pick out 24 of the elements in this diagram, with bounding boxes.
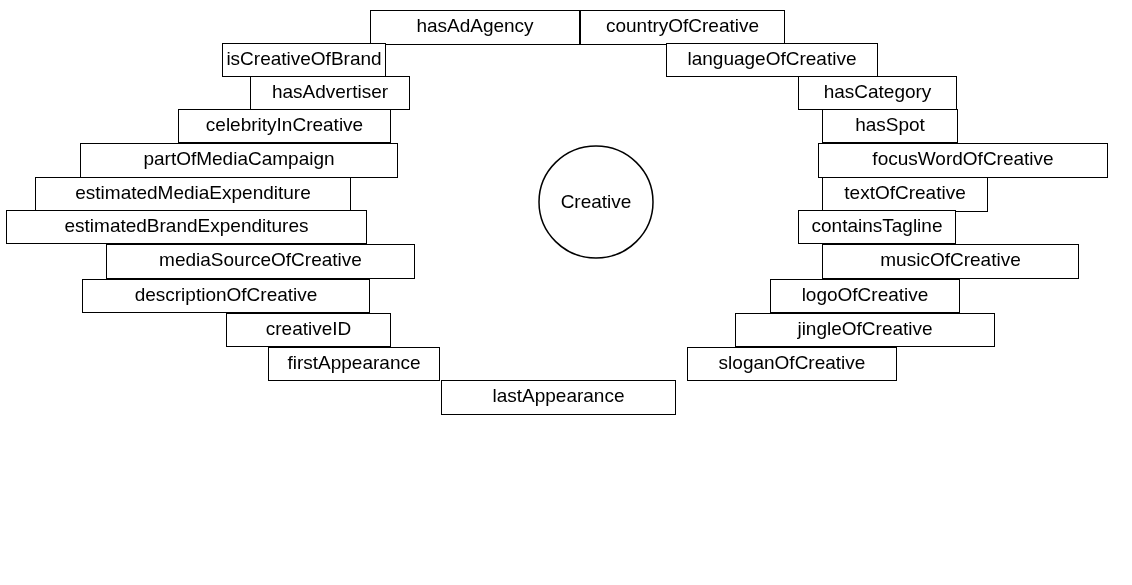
class-label: Creative	[559, 191, 633, 213]
property-box: hasCategory	[798, 76, 957, 110]
property-box: sloganOfCreative	[687, 347, 897, 381]
property-box: textOfCreative	[822, 177, 988, 212]
property-box: languageOfCreative	[666, 43, 878, 77]
property-box: estimatedBrandExpenditures	[6, 210, 367, 244]
property-box: descriptionOfCreative	[82, 279, 370, 313]
property-box: firstAppearance	[268, 347, 440, 381]
property-box: estimatedMediaExpenditure	[35, 177, 351, 212]
property-box: hasAdAgency	[370, 10, 580, 45]
property-box: logoOfCreative	[770, 279, 960, 313]
property-box: containsTagline	[798, 210, 956, 244]
property-box: hasAdvertiser	[250, 76, 410, 110]
property-box: hasSpot	[822, 109, 958, 143]
property-box: countryOfCreative	[580, 10, 785, 45]
property-box: mediaSourceOfCreative	[106, 244, 415, 279]
property-box: lastAppearance	[441, 380, 676, 415]
property-box: celebrityInCreative	[178, 109, 391, 143]
property-box: focusWordOfCreative	[818, 143, 1108, 178]
property-box: creativeID	[226, 313, 391, 347]
property-box: partOfMediaCampaign	[80, 143, 398, 178]
property-box: jingleOfCreative	[735, 313, 995, 347]
property-box: isCreativeOfBrand	[222, 43, 386, 77]
property-box: musicOfCreative	[822, 244, 1079, 279]
